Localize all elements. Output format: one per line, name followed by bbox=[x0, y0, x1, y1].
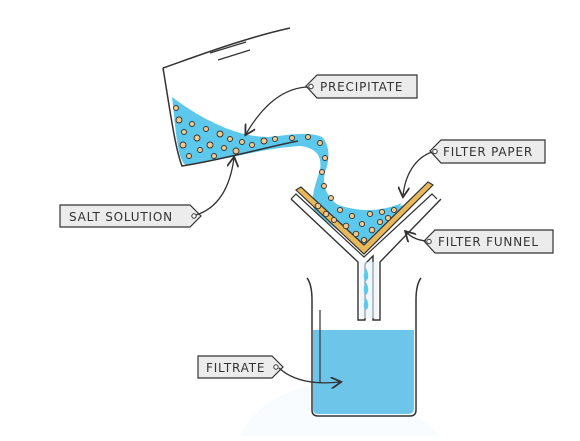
filtrate-liquid bbox=[313, 330, 414, 414]
tag-hole-icon bbox=[308, 83, 314, 90]
filtrate-drops bbox=[363, 268, 369, 310]
filter-paper-label: FILTER PAPER bbox=[443, 145, 533, 159]
precipitate-particles bbox=[173, 105, 334, 201]
salt-solution-tag: SALT SOLUTION bbox=[59, 204, 202, 228]
tag-hole-icon bbox=[432, 148, 438, 155]
tag-hole-icon bbox=[191, 213, 197, 219]
filter-funnel bbox=[290, 181, 442, 321]
filter-paper-shape bbox=[295, 181, 434, 255]
salt-solution-label: SALT SOLUTION bbox=[69, 210, 173, 224]
precipitate-tag: PRECIPITATE bbox=[305, 74, 418, 99]
tilted-beaker bbox=[162, 27, 402, 250]
filter-paper-arrow bbox=[403, 151, 433, 196]
filtrate-label: FILTRATE bbox=[206, 361, 265, 375]
precipitate-label: PRECIPITATE bbox=[320, 80, 403, 94]
tag-hole-icon bbox=[273, 364, 279, 370]
tag-hole-icon bbox=[426, 238, 432, 245]
filter-funnel-arrow bbox=[406, 232, 427, 241]
residue-particles bbox=[314, 202, 398, 244]
filter-paper-tag: FILTER PAPER bbox=[429, 139, 546, 164]
precipitate-arrow bbox=[246, 86, 309, 134]
salt-solution-liquid bbox=[172, 97, 402, 250]
filtrate-arrow bbox=[278, 367, 340, 383]
salt-solution-arrow bbox=[195, 158, 234, 216]
filter-funnel-tag: FILTER FUNNEL bbox=[423, 229, 554, 254]
collecting-beaker bbox=[306, 277, 422, 417]
filtrate-tag: FILTRATE bbox=[197, 355, 284, 379]
filter-funnel-label: FILTER FUNNEL bbox=[438, 235, 539, 249]
solution-in-filter bbox=[318, 203, 412, 250]
